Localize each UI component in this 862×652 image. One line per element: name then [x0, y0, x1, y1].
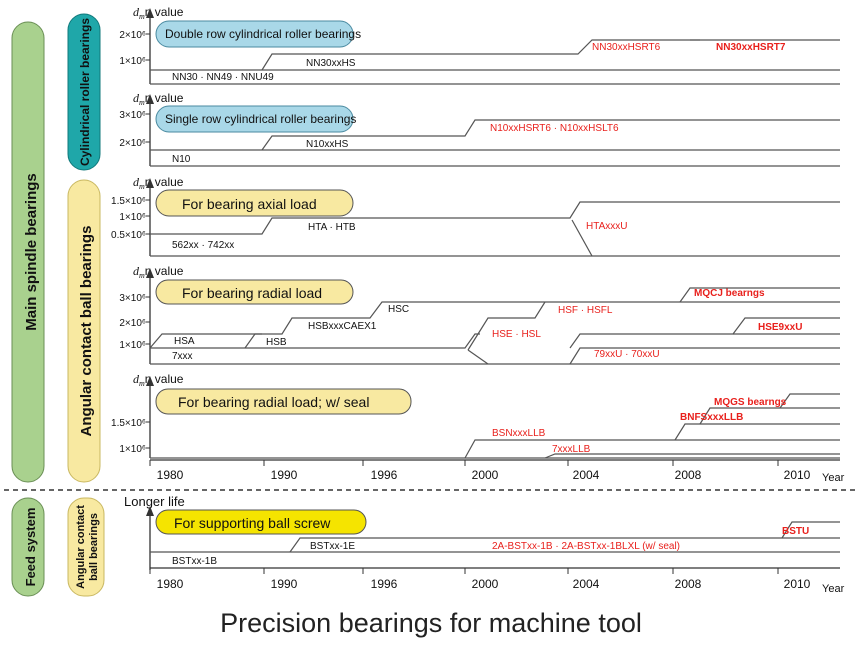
category-main-spindle-label: Main spindle bearings	[23, 173, 40, 331]
axis-label: Longer life	[124, 494, 185, 509]
year-tick: 2004	[573, 577, 600, 591]
series-label: NN30xxHSRT7	[716, 42, 786, 53]
year-axis-bottom: 1980 1990 1996 2000 2004 2008 2010 Year	[149, 568, 845, 595]
svg-text:dmn value: dmn value	[133, 264, 184, 280]
series-pill-label: Single row cylindrical roller bearings	[165, 112, 356, 126]
panel-single-row: dmn value 3×10⁶ 2×10⁶ Single row cylindr…	[119, 91, 840, 167]
category-cylindrical-roller-label: Cylindrical roller bearings	[78, 18, 92, 166]
series-label: NN30xxHS	[306, 58, 356, 69]
tick-label: 1×10⁶	[119, 212, 146, 223]
series-pill-label: For bearing radial load	[182, 285, 322, 301]
series-pill	[155, 189, 354, 217]
series-pill	[155, 388, 412, 415]
series-label: NN30 · NN49 · NNU49	[172, 72, 274, 83]
series-pill	[155, 279, 354, 305]
axis-label: dmn value	[133, 5, 184, 21]
year-tick: 2010	[784, 468, 811, 482]
series-pill-label: For bearing radial load; w/ seal	[178, 394, 369, 410]
svg-text:dmn value: dmn value	[133, 5, 184, 21]
series-label: BSNxxxLLB	[492, 428, 546, 439]
year-tick: 2000	[472, 468, 499, 482]
year-tick: 2000	[472, 577, 499, 591]
panel-double-row: dmn value 2×10⁶ 1×10⁶ Double row cylindr…	[119, 5, 840, 85]
series-label: NN30xxHSRT6	[592, 42, 661, 53]
year-unit: Year	[822, 583, 845, 595]
year-unit: Year	[822, 472, 845, 484]
category-angular-contact: Angular contact ball bearings	[67, 179, 101, 483]
svg-text:dmn value: dmn value	[133, 91, 184, 107]
year-tick: 2008	[675, 468, 702, 482]
series-label: HSBxxxCAEX1	[308, 321, 377, 332]
series-label: 2A-BSTxx-1B · 2A-BSTxx-1BLXL (w/ seal)	[492, 541, 680, 552]
series-pill	[155, 20, 354, 48]
series-label: 562xx · 742xx	[172, 240, 234, 251]
tick-label: 2×10⁶	[119, 318, 146, 329]
tick-label: 1.5×10⁶	[111, 196, 146, 207]
category-angular-contact-feed: Angular contact ball bearings	[67, 497, 105, 597]
year-axis-top: 1980 1990 1996 2000 2004 2008 2010 Year	[149, 459, 845, 484]
tick-label: 3×10⁶	[119, 110, 146, 121]
svg-text:dmn value: dmn value	[133, 175, 184, 191]
year-tick: 1990	[271, 468, 298, 482]
series-label: HSC	[388, 304, 409, 315]
tick-label: 1×10⁶	[119, 340, 146, 351]
series-label: N10xxHS	[306, 139, 349, 150]
tick-label: 0.5×10⁶	[111, 230, 146, 241]
tick-label: 2×10⁶	[119, 30, 146, 41]
series-label: BSTxx-1E	[310, 541, 355, 552]
series-label: HTA · HTB	[308, 222, 356, 233]
panel-axial-load: dmn value 1.5×10⁶ 1×10⁶ 0.5×10⁶ For bear…	[111, 175, 840, 257]
series-label: HTAxxxU	[586, 221, 627, 232]
tick-label: 1×10⁶	[119, 444, 146, 455]
series-label: HSA	[174, 336, 195, 347]
year-tick: 2008	[675, 577, 702, 591]
series-label: N10	[172, 154, 191, 165]
category-main-spindle: Main spindle bearings	[11, 21, 45, 483]
series-label: HSF · HSFL	[558, 305, 613, 316]
year-tick: 1996	[371, 468, 398, 482]
series-label: 7xxxLLB	[552, 444, 591, 455]
series-label: BSTU	[782, 526, 809, 537]
panel-ball-screw: Longer life For supporting ball screw BS…	[124, 494, 840, 570]
series-label: BNFSxxxLLB	[680, 412, 743, 423]
series-label: N10xxHSRT6 · N10xxHSLT6	[490, 123, 619, 134]
figure-caption: Precision bearings for machine tool	[220, 608, 642, 638]
series-pill-label: Double row cylindrical roller bearings	[165, 27, 361, 41]
category-angular-contact-feed-line1: Angular contact	[75, 505, 87, 589]
series-label: HSE · HSL	[492, 329, 541, 340]
tick-label: 1.5×10⁶	[111, 418, 146, 429]
series-pill	[155, 509, 367, 535]
year-tick: 1980	[157, 577, 184, 591]
year-tick: 1980	[157, 468, 184, 482]
series-label: MQCJ bearngs	[694, 288, 765, 299]
series-label: HSB	[266, 337, 287, 348]
year-tick: 1990	[271, 577, 298, 591]
category-angular-contact-feed-line2: ball bearings	[88, 513, 100, 581]
series-label: 79xxU · 70xxU	[594, 349, 660, 360]
tick-label: 1×10⁶	[119, 56, 146, 67]
series-pill-label: For bearing axial load	[182, 196, 317, 212]
year-tick: 2010	[784, 577, 811, 591]
year-tick: 1996	[371, 577, 398, 591]
series-pill-label: For supporting ball screw	[174, 515, 331, 531]
category-feed-system-label: Feed system	[23, 508, 38, 587]
panel-radial-seal: dmn value 1.5×10⁶ 1×10⁶ For bearing radi…	[111, 372, 840, 459]
category-angular-contact-label: Angular contact ball bearings	[78, 226, 95, 437]
category-feed-system: Feed system	[11, 497, 45, 597]
category-cylindrical-roller: Cylindrical roller bearings	[67, 13, 101, 171]
series-label: BSTxx-1B	[172, 556, 217, 567]
series-pill	[155, 105, 354, 133]
panel-radial-load: dmn value 3×10⁶ 2×10⁶ 1×10⁶ For bearing …	[119, 264, 840, 365]
series-label: HSE9xxU	[758, 322, 802, 333]
series-label: 7xxx	[172, 351, 193, 362]
series-label: MQGS bearngs	[714, 397, 787, 408]
year-tick: 2004	[573, 468, 600, 482]
tick-label: 3×10⁶	[119, 293, 146, 304]
svg-text:dmn value: dmn value	[133, 372, 184, 388]
tick-label: 2×10⁶	[119, 138, 146, 149]
